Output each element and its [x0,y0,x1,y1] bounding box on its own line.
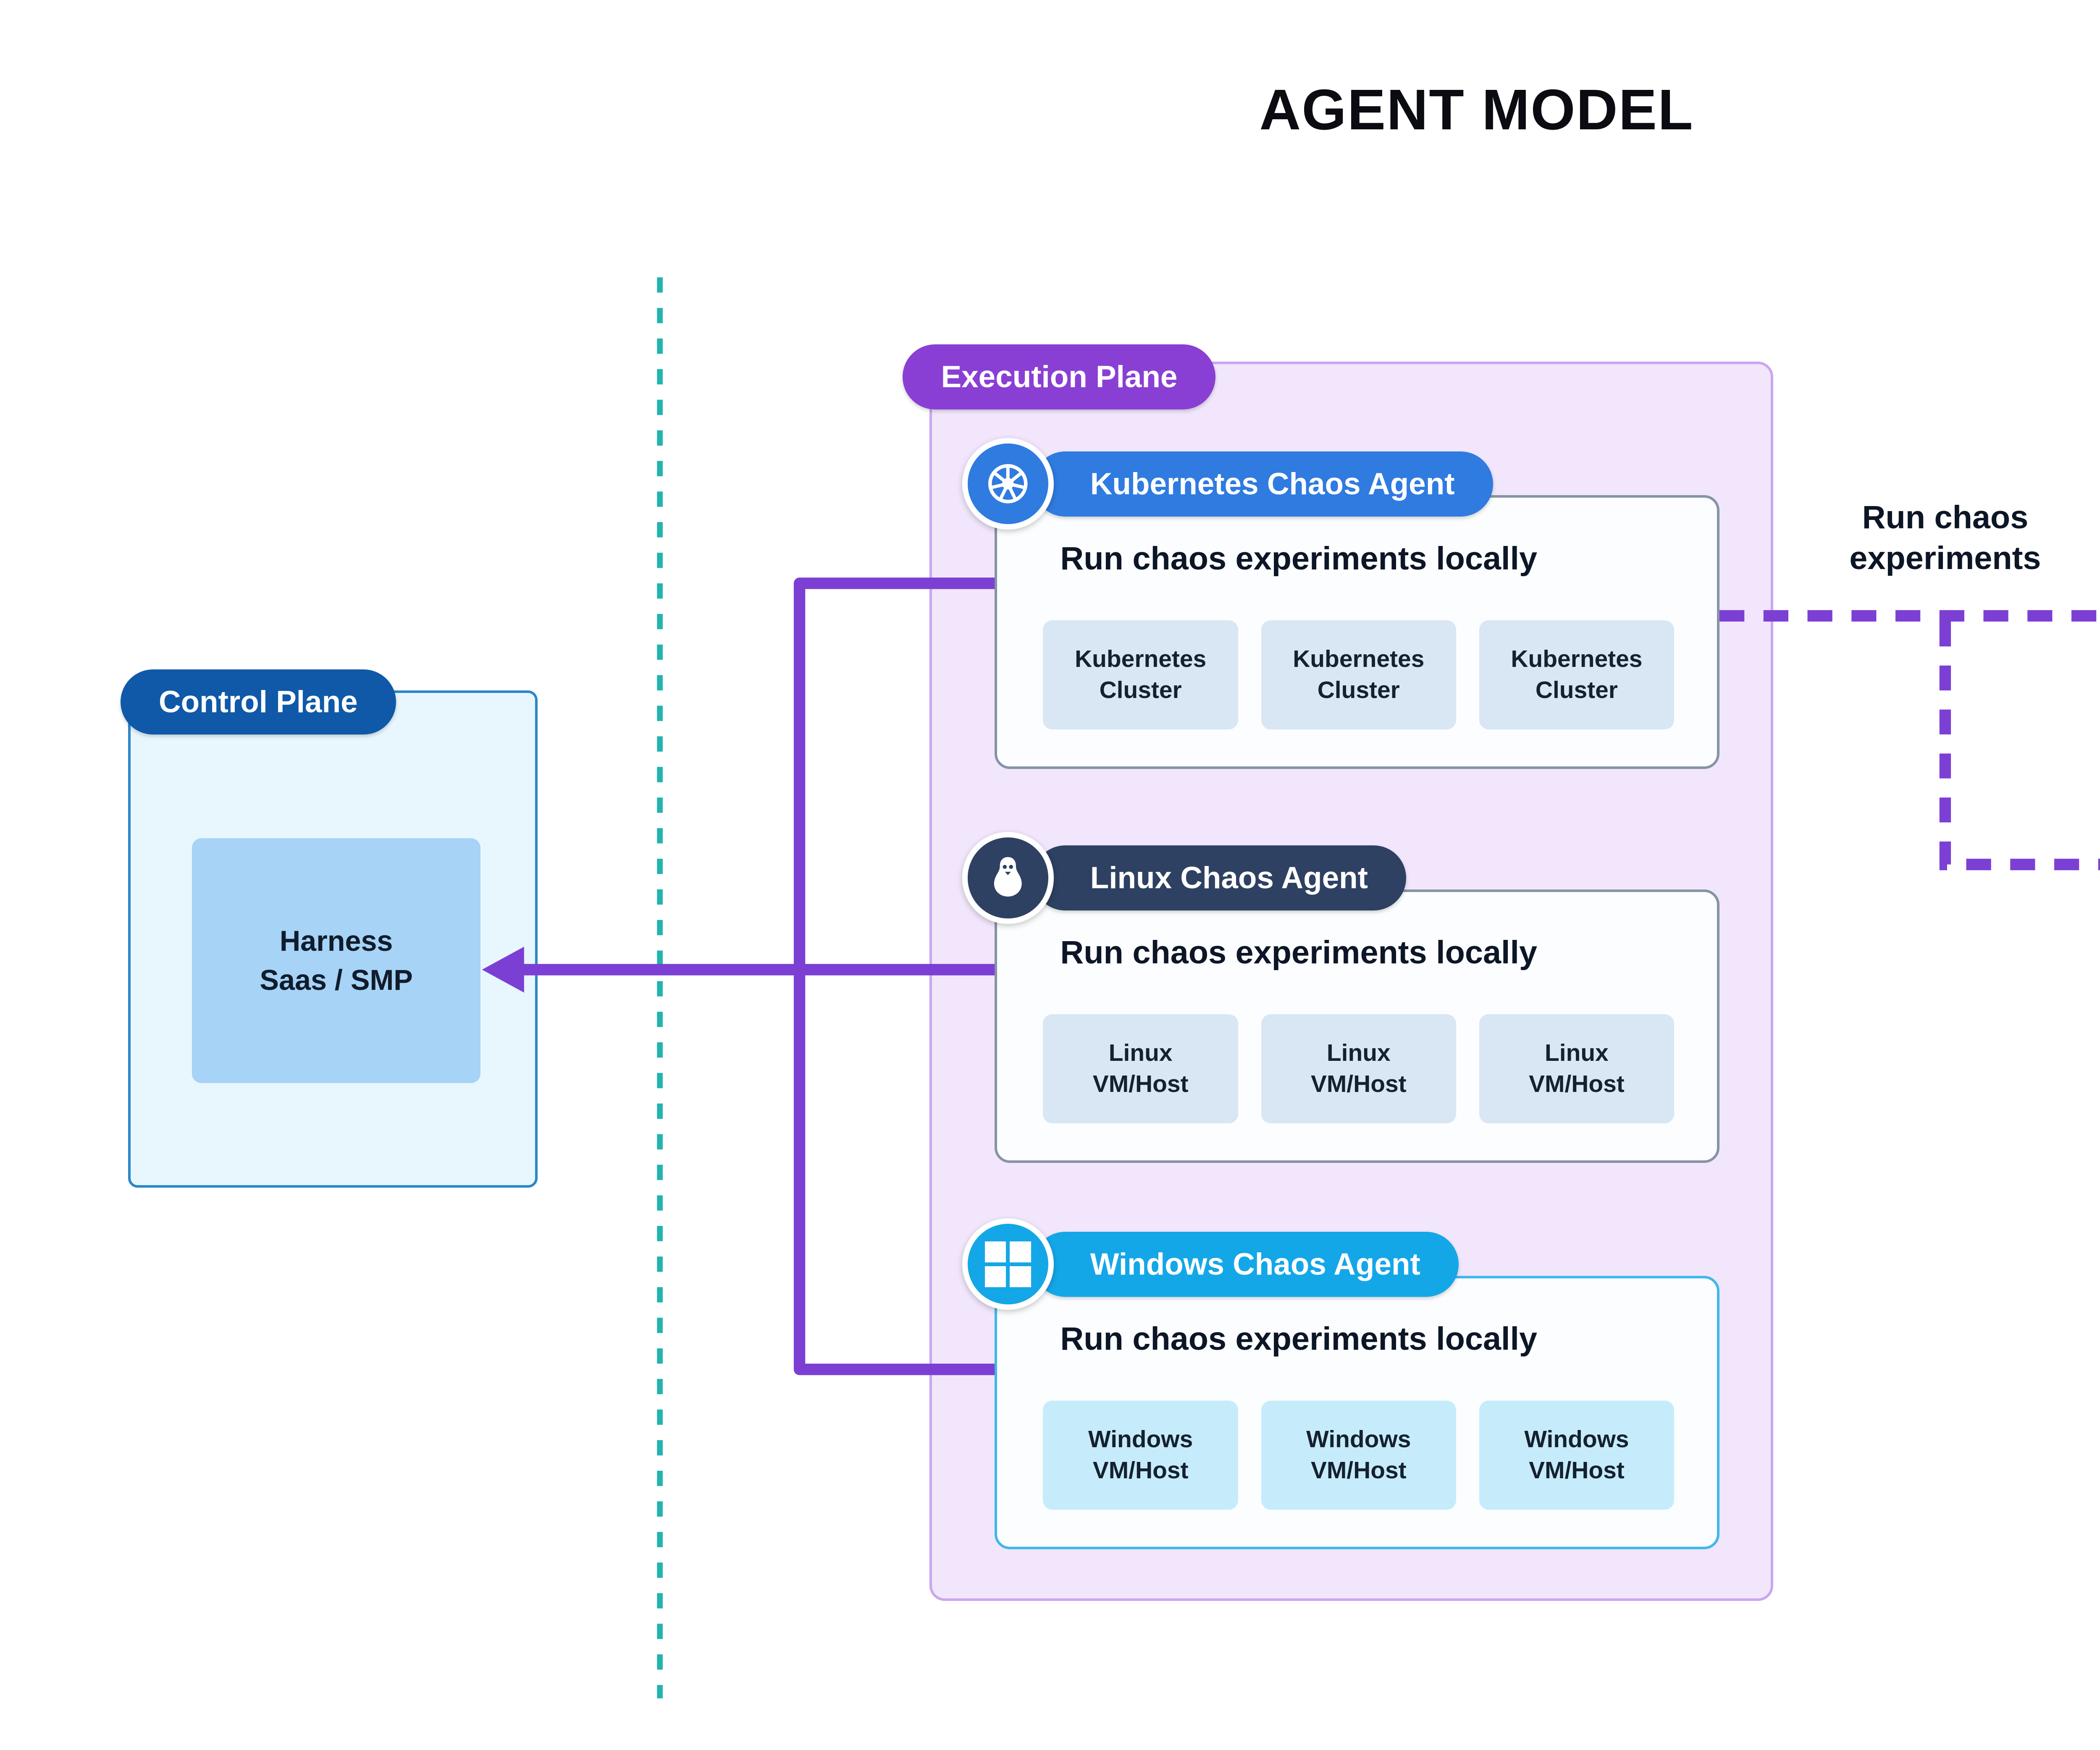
windows-vm-host-node: Windows VM/Host [1479,1400,1675,1510]
windows-icon [962,1218,1054,1310]
kubernetes-agent-subtitle: Run chaos experiments locally [1060,540,1538,577]
windows-vm-host-node: Windows VM/Host [1261,1400,1456,1510]
control-plane-box: Harness Saas / SMP [128,690,538,1188]
windows-agent-subtitle: Run chaos experiments locally [1060,1320,1538,1357]
windows-chaos-agent-pill: Windows Chaos Agent [1033,1231,1459,1297]
page-title: AGENT MODEL [1259,77,1694,142]
linux-agent-box: Run chaos experiments locally Linux VM/H… [995,889,1720,1163]
control-plane-label: Control Plane [120,669,396,735]
windows-agent-box: Run chaos experiments locally Windows VM… [995,1275,1720,1549]
kubernetes-icon [962,438,1054,530]
run-chaos-experiments-label: Run chaos experiments [1849,499,2041,576]
linux-chaos-agent-pill: Linux Chaos Agent [1033,845,1406,910]
linux-icon [962,832,1054,924]
harness-saas-smp-box: Harness Saas / SMP [192,838,481,1083]
linux-chaos-agent-label: Linux Chaos Agent [1090,861,1368,895]
windows-vm-host-node: Windows VM/Host [1043,1400,1238,1510]
linux-agent-subtitle: Run chaos experiments locally [1060,934,1538,971]
execution-plane-label-text: Execution Plane [941,359,1178,394]
linux-vm-host-node: Linux VM/Host [1043,1014,1238,1123]
kubernetes-cluster-node: Kubernetes Cluster [1043,620,1238,729]
windows-chaos-agent-label: Windows Chaos Agent [1090,1247,1420,1281]
kubernetes-agent-box: Run chaos experiments locally Kubernetes… [995,495,1720,769]
execution-plane-label: Execution Plane [903,344,1216,409]
windows-node-list: Windows VM/Host Windows VM/Host Windows … [1043,1400,1675,1510]
kubernetes-chaos-agent-label: Kubernetes Chaos Agent [1090,467,1455,501]
kubernetes-cluster-node: Kubernetes Cluster [1261,620,1456,729]
control-plane-label-text: Control Plane [158,685,358,719]
harness-saas-smp-label: Harness Saas / SMP [260,925,413,996]
linux-vm-host-node: Linux VM/Host [1261,1014,1456,1123]
kubernetes-cluster-node: Kubernetes Cluster [1479,620,1675,729]
linux-node-list: Linux VM/Host Linux VM/Host Linux VM/Hos… [1043,1014,1675,1123]
kubernetes-chaos-agent-pill: Kubernetes Chaos Agent [1033,451,1493,517]
linux-vm-host-node: Linux VM/Host [1479,1014,1675,1123]
kubernetes-node-list: Kubernetes Cluster Kubernetes Cluster Ku… [1043,620,1675,729]
